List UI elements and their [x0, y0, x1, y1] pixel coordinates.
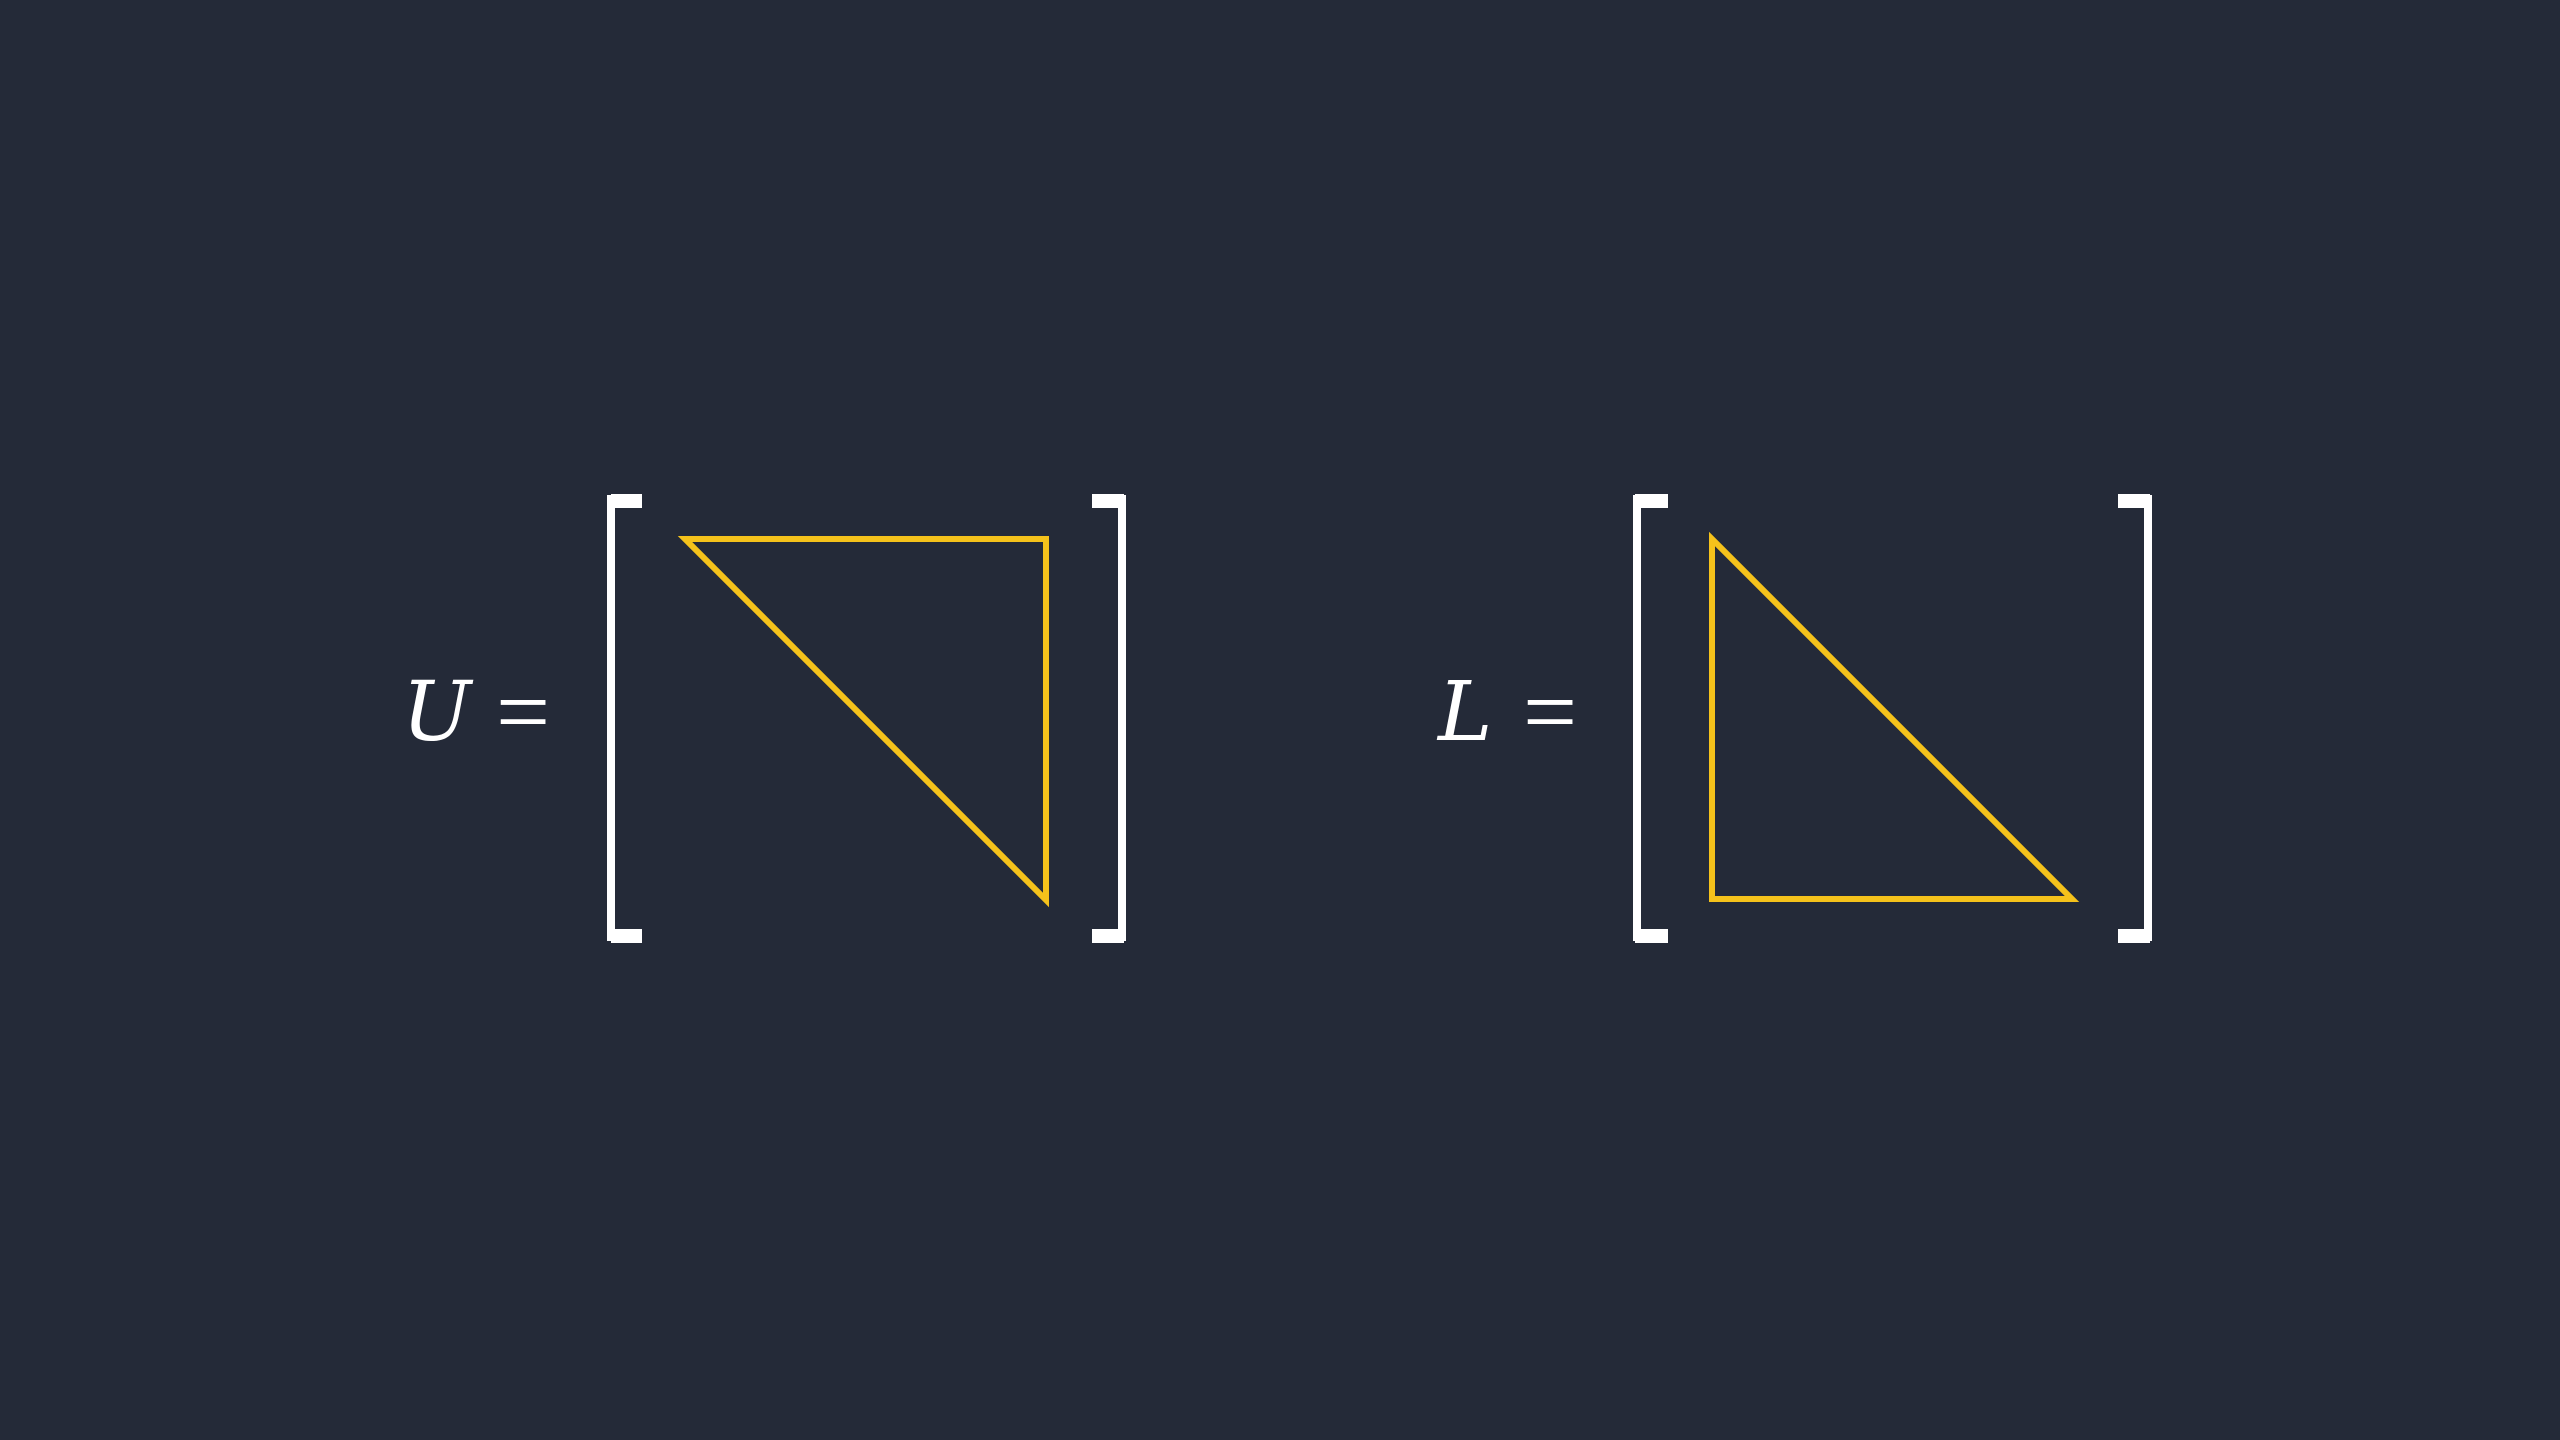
left-bracket-upper-top-tab: [611, 494, 642, 508]
left-bracket-upper: [607, 495, 642, 941]
left-bracket-lower: [1633, 495, 1668, 941]
variable-l-label: L: [1438, 665, 1493, 760]
left-bracket-upper-bottom-tab: [611, 929, 642, 943]
right-bracket-upper: [1092, 495, 1126, 941]
upper-triangle-shape: [677, 536, 1049, 908]
right-bracket-upper-bottom-tab: [1092, 929, 1124, 943]
right-bracket-lower: [2118, 495, 2152, 941]
left-bracket-lower-top-tab: [1635, 494, 1668, 508]
right-bracket-lower-bottom-tab: [2118, 929, 2150, 943]
variable-u-label: U: [402, 665, 472, 760]
equals-sign-lower: =: [1523, 658, 1578, 765]
lower-triangle-shape: [1709, 531, 2080, 902]
right-bracket-lower-top-tab: [2118, 494, 2150, 508]
right-bracket-upper-top-tab: [1092, 494, 1124, 508]
equals-sign-upper: =: [496, 658, 551, 765]
left-bracket-lower-bottom-tab: [1635, 929, 1668, 943]
